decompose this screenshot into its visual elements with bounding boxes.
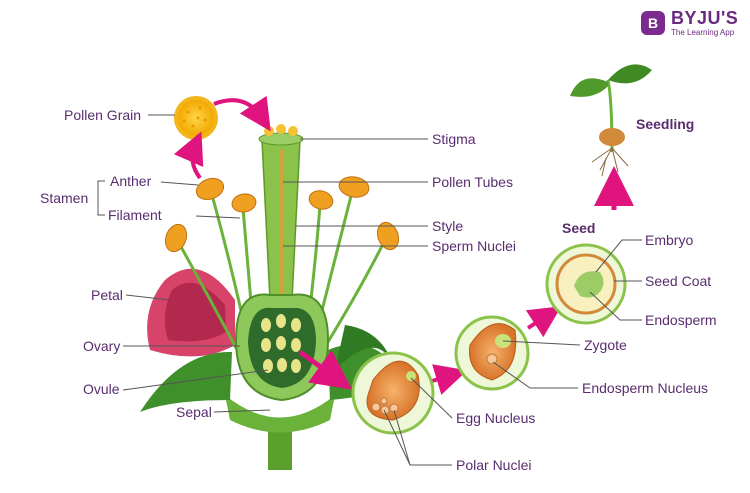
leader-stamen-bracket [97,180,105,216]
flower-stalk [268,430,292,470]
leader-zygote [502,340,581,346]
label-sepal: Sepal [176,404,212,420]
pollen-tube-line [279,150,283,300]
label-petal: Petal [91,287,123,303]
stigma-dot-1 [264,126,274,136]
label-ovary: Ovary [83,338,120,354]
pollen-grain [174,96,218,140]
ovule-zoom [351,351,435,435]
label-seed-coat: Seed Coat [645,273,711,289]
arrow-anther-to-pollen [173,131,204,180]
stigma-dot-2 [276,124,286,134]
arrow-pollen-to-stigma [213,95,271,132]
arrow-ovule-to-zygote [431,364,468,395]
seedling [570,64,652,177]
label-pollen-tubes: Pollen Tubes [432,174,513,190]
label-ovule: Ovule [83,381,120,397]
petal-inner [164,282,226,342]
label-endosperm-nucleus: Endosperm Nucleus [582,380,708,396]
sepal-left [140,351,232,412]
label-zygote: Zygote [584,337,627,353]
leader-endosperm [589,291,642,321]
byjus-logo-tagline: The Learning App [671,28,735,37]
label-endosperm: Endosperm [645,312,717,328]
label-egg-nucleus: Egg Nucleus [456,410,535,426]
label-polar-nuclei: Polar Nuclei [456,457,531,473]
leader-polar-nuclei-2 [383,409,411,466]
leader-anther [160,181,199,186]
byjus-logo: B BYJU'S The Learning App [641,8,745,39]
label-embryo: Embryo [645,232,693,248]
ovules [261,314,301,373]
label-seedling: Seedling [636,116,694,132]
byjus-logo-icon: B [641,11,665,35]
leader-egg-nucleus [410,377,453,419]
label-filament: Filament [108,207,162,223]
zygote-zoom [454,315,530,391]
leader-petal [125,294,171,301]
leader-endosperm-nucleus [492,361,578,389]
leader-ovule [122,369,269,391]
leader-filament [195,215,241,219]
stigma-dot-3 [288,126,298,136]
seed-zoom [545,243,627,325]
label-style: Style [432,218,463,234]
byjus-logo-name: BYJU'S [671,8,739,28]
leader-embryo [595,239,642,273]
label-stigma: Stigma [432,131,476,147]
arrow-zygote-to-seed [525,306,562,338]
leader-sepal [213,409,271,413]
label-sperm-nuclei: Sperm Nuclei [432,238,516,254]
label-pollen-grain: Pollen Grain [64,107,141,123]
arrow-ovule-to-zoom [298,349,353,390]
stigma-cap [258,132,304,146]
label-anther: Anther [110,173,152,189]
label-seed: Seed [562,220,595,236]
label-stamen: Stamen [40,190,88,206]
sepal-right-2 [335,325,392,370]
filament-1 [178,244,242,356]
receptacle [225,395,335,433]
